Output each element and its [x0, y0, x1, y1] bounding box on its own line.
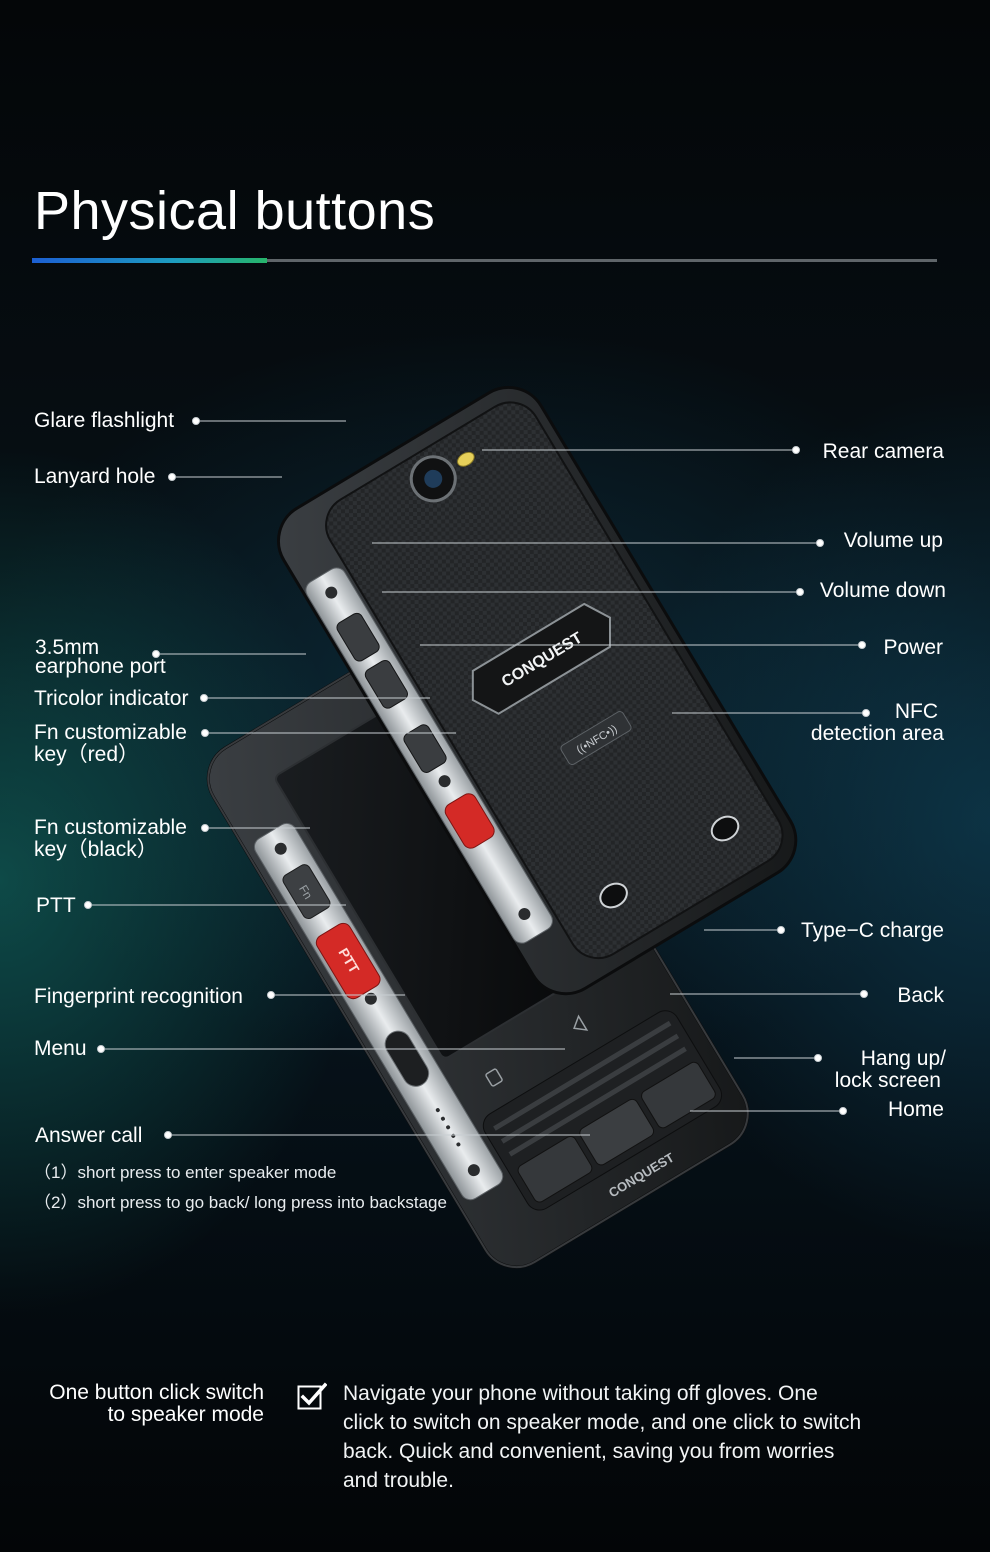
label-volume-down: Volume down [819, 579, 946, 602]
label-rear-camera: Rear camera [822, 440, 944, 463]
label-fn-black: Fn customizable key（black） [34, 817, 187, 861]
label-type-c: Type−C charge [800, 919, 944, 942]
back-phone: CONQUEST ((•NFC•)) [277, 385, 798, 996]
label-lanyard-hole: Lanyard hole [34, 465, 156, 488]
label-hang-up: Hang up/ lock screen [835, 1048, 946, 1092]
label-earphone-port: 3.5mm earphone port [35, 636, 166, 678]
label-fn-red-line2: key（red） [34, 743, 140, 766]
label-ptt: PTT [36, 894, 76, 917]
label-tricolor-indicator: Tricolor indicator [34, 687, 189, 710]
feature-title: One button click switch to speaker mode [34, 1382, 264, 1426]
label-fingerprint: Fingerprint recognition [34, 985, 243, 1008]
ptt-key [315, 922, 381, 1000]
label-power: Power [883, 636, 943, 659]
label-home: Home [887, 1098, 944, 1121]
fn-key-red [444, 793, 495, 849]
volume-up-key [336, 612, 380, 662]
label-nfc-line1: NFC [894, 700, 938, 723]
svg-text:Fn: Fn [296, 882, 315, 901]
label-earphone-port-line2: earphone port [35, 655, 166, 678]
label-fn-red-line1: Fn customizable [34, 721, 187, 744]
label-menu: Menu [34, 1037, 87, 1060]
label-hang-up-line2: lock screen [834, 1069, 941, 1092]
label-nfc-line2: detection area [810, 722, 944, 745]
label-glare-flashlight: Glare flashlight [34, 409, 175, 432]
label-earphone-port-line1: 3.5mm [35, 636, 100, 659]
label-fn-red: Fn customizable key（red） [34, 722, 187, 766]
feature-title-line2: to speaker mode [107, 1403, 264, 1426]
feature-title-line1: One button click switch [49, 1381, 264, 1404]
label-back: Back [897, 984, 944, 1007]
label-answer-call: Answer call [35, 1124, 143, 1147]
label-fn-black-line1: Fn customizable [34, 816, 187, 839]
fingerprint-sensor [384, 1030, 430, 1087]
feature-description: Navigate your phone without taking off g… [343, 1382, 862, 1492]
title-divider [32, 258, 937, 263]
label-volume-up: Volume up [843, 529, 943, 552]
title-divider-accent [32, 258, 267, 263]
label-hang-up-line1: Hang up/ [860, 1047, 946, 1070]
power-key [403, 724, 447, 773]
volume-down-key [364, 659, 408, 709]
checkbox-checked-icon [297, 1382, 327, 1410]
note-short-press-back: （2）short press to go back/ long press in… [34, 1193, 447, 1212]
nfc-area [560, 711, 632, 766]
page-title: Physical buttons [34, 181, 436, 241]
note-short-press-speaker: （1）short press to enter speaker mode [34, 1163, 337, 1182]
label-fn-black-line2: key（black） [34, 838, 158, 861]
label-nfc-area: NFC detection area [811, 701, 944, 745]
